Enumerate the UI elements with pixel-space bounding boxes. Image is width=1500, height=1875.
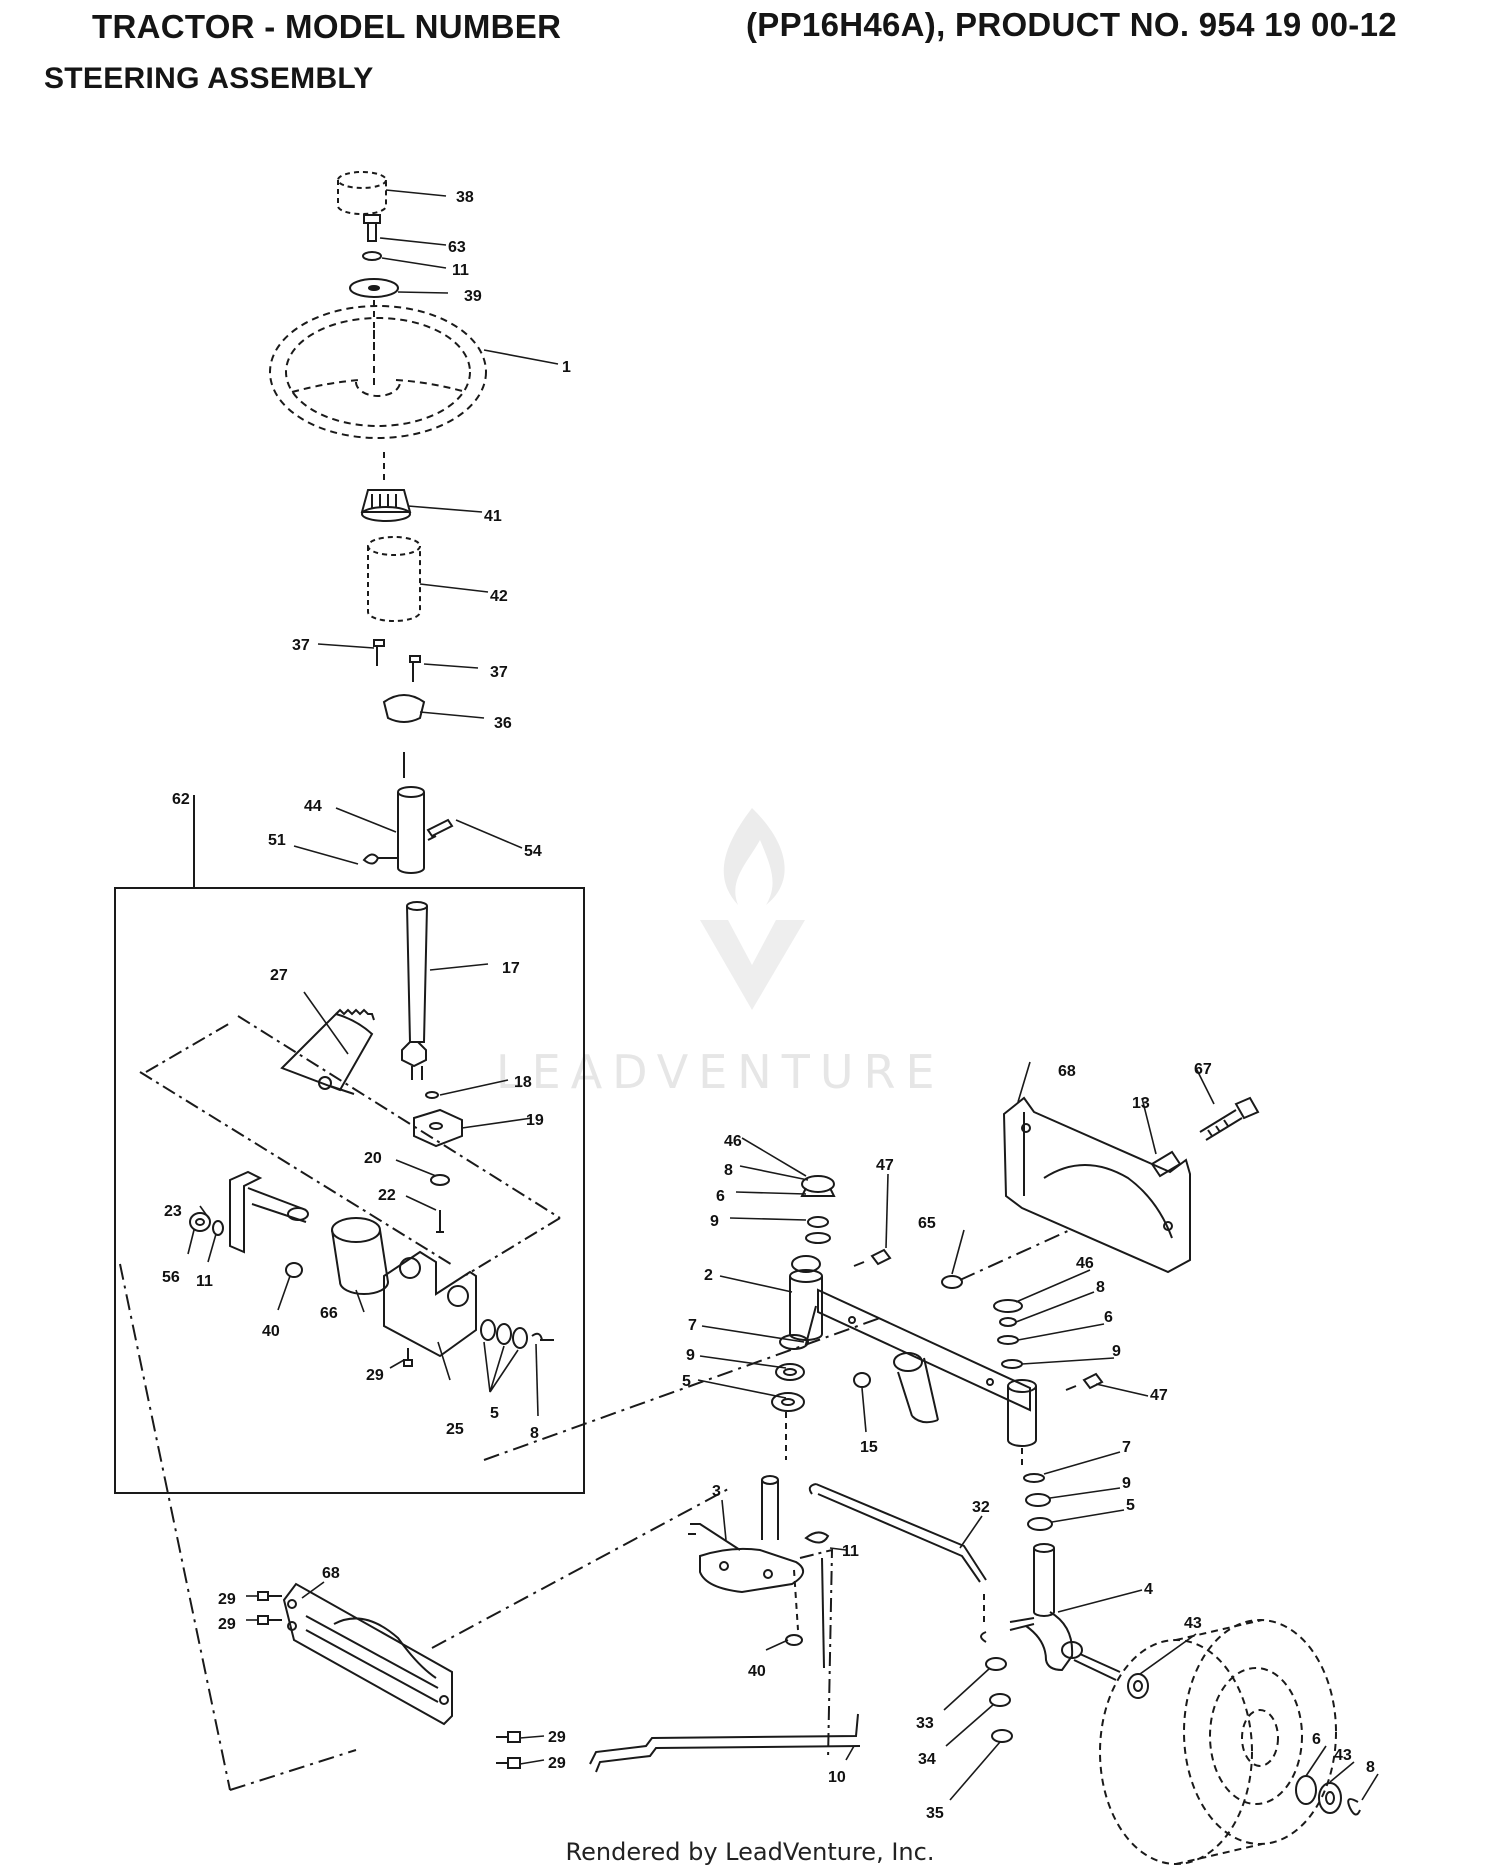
callout-25: 25: [446, 1421, 464, 1438]
watermark: LEADVENTURE: [496, 808, 945, 1099]
callout-3: 3: [712, 1483, 721, 1500]
callout-41: 41: [484, 508, 502, 525]
callout-5-inset: 5: [490, 1405, 499, 1422]
callout-37-right: 37: [490, 664, 508, 681]
callout-40-inset: 40: [262, 1323, 280, 1340]
inset-box-62: [114, 795, 585, 1494]
callout-5-left: 5: [682, 1373, 691, 1390]
callout-68-right: 68: [1058, 1063, 1076, 1080]
callout-54: 54: [524, 843, 542, 860]
callout-6-wheel: 6: [1312, 1731, 1321, 1748]
callout-29-right-upper: 29: [548, 1729, 566, 1746]
callout-44: 44: [304, 798, 322, 815]
callout-67: 67: [1194, 1061, 1212, 1078]
callouts: 38 63 11 39 1 41 42 37 37 36 62 44 51 54…: [162, 189, 1375, 1822]
callout-46-right: 46: [1076, 1255, 1094, 1272]
callout-11-center: 11: [842, 1543, 859, 1560]
callout-15: 15: [860, 1439, 878, 1456]
title-model: TRACTOR - MODEL NUMBER: [92, 8, 562, 45]
callout-9-lower-right: 9: [1122, 1475, 1131, 1492]
callout-1: 1: [562, 359, 571, 376]
callout-11-inset: 11: [196, 1273, 213, 1290]
callout-56: 56: [162, 1269, 180, 1286]
callout-11: 11: [452, 262, 469, 279]
front-axle: [589, 1175, 1361, 1865]
callout-47-left: 47: [876, 1157, 894, 1174]
footer-credit: Rendered by LeadVenture, Inc.: [565, 1838, 935, 1866]
callout-27: 27: [270, 967, 288, 984]
callout-7-left: 7: [688, 1317, 697, 1334]
callout-18: 18: [514, 1074, 532, 1091]
callout-8-right: 8: [1096, 1279, 1105, 1296]
callout-17: 17: [502, 960, 520, 977]
callout-29-inset: 29: [366, 1367, 384, 1384]
callout-29-right-lower: 29: [548, 1755, 566, 1772]
callout-9-left: 9: [710, 1213, 719, 1230]
callout-34: 34: [918, 1751, 936, 1768]
callout-43-upper: 43: [1184, 1615, 1202, 1632]
callout-6-right: 6: [1104, 1309, 1113, 1326]
callout-63: 63: [448, 239, 466, 256]
callout-29-left-upper: 29: [218, 1591, 236, 1608]
callout-37-left: 37: [292, 637, 310, 654]
callout-35: 35: [926, 1805, 944, 1822]
leader-lines: [187, 189, 1379, 1801]
callout-19: 19: [526, 1112, 544, 1129]
callout-5-right: 5: [1126, 1497, 1135, 1514]
callout-33: 33: [916, 1715, 934, 1732]
callout-7-right: 7: [1122, 1439, 1131, 1456]
callout-20: 20: [364, 1150, 382, 1167]
callout-4: 4: [1144, 1581, 1153, 1598]
callout-2: 2: [704, 1267, 713, 1284]
callout-23: 23: [164, 1203, 182, 1220]
callout-29-left-lower: 29: [218, 1616, 236, 1633]
callout-42: 42: [490, 588, 508, 605]
callout-9-right: 9: [1112, 1343, 1121, 1360]
callout-8-left: 8: [724, 1162, 733, 1179]
callout-10: 10: [828, 1769, 846, 1786]
title-product: (PP16H46A), PRODUCT NO. 954 19 00-12: [746, 6, 1397, 43]
subtitle-assembly: STEERING ASSEMBLY: [44, 62, 374, 95]
callout-36: 36: [494, 715, 512, 732]
callout-40-center: 40: [748, 1663, 766, 1680]
callout-8-inset: 8: [530, 1425, 539, 1442]
callout-13: 13: [1132, 1095, 1150, 1112]
frame-bracket-right: [1002, 1096, 1260, 1274]
watermark-text: LEADVENTURE: [496, 1045, 945, 1099]
callout-47-right: 47: [1150, 1387, 1168, 1404]
callout-66: 66: [320, 1305, 338, 1322]
callout-51: 51: [268, 832, 286, 849]
callout-6-left: 6: [716, 1188, 725, 1205]
callout-8-wheel: 8: [1366, 1759, 1375, 1776]
callout-62: 62: [172, 791, 190, 808]
callout-9-lower-left: 9: [686, 1347, 695, 1364]
callout-46-left: 46: [724, 1133, 742, 1150]
callout-68-left: 68: [322, 1565, 340, 1582]
steering-column: [269, 171, 487, 874]
callout-32: 32: [972, 1499, 990, 1516]
callout-22: 22: [378, 1187, 396, 1204]
frame-bracket-left: [257, 1582, 521, 1769]
projection-lines: [119, 1229, 1071, 1791]
callout-65: 65: [918, 1215, 936, 1232]
callout-43-lower: 43: [1334, 1747, 1352, 1764]
callout-39: 39: [464, 288, 482, 305]
callout-38: 38: [456, 189, 474, 206]
